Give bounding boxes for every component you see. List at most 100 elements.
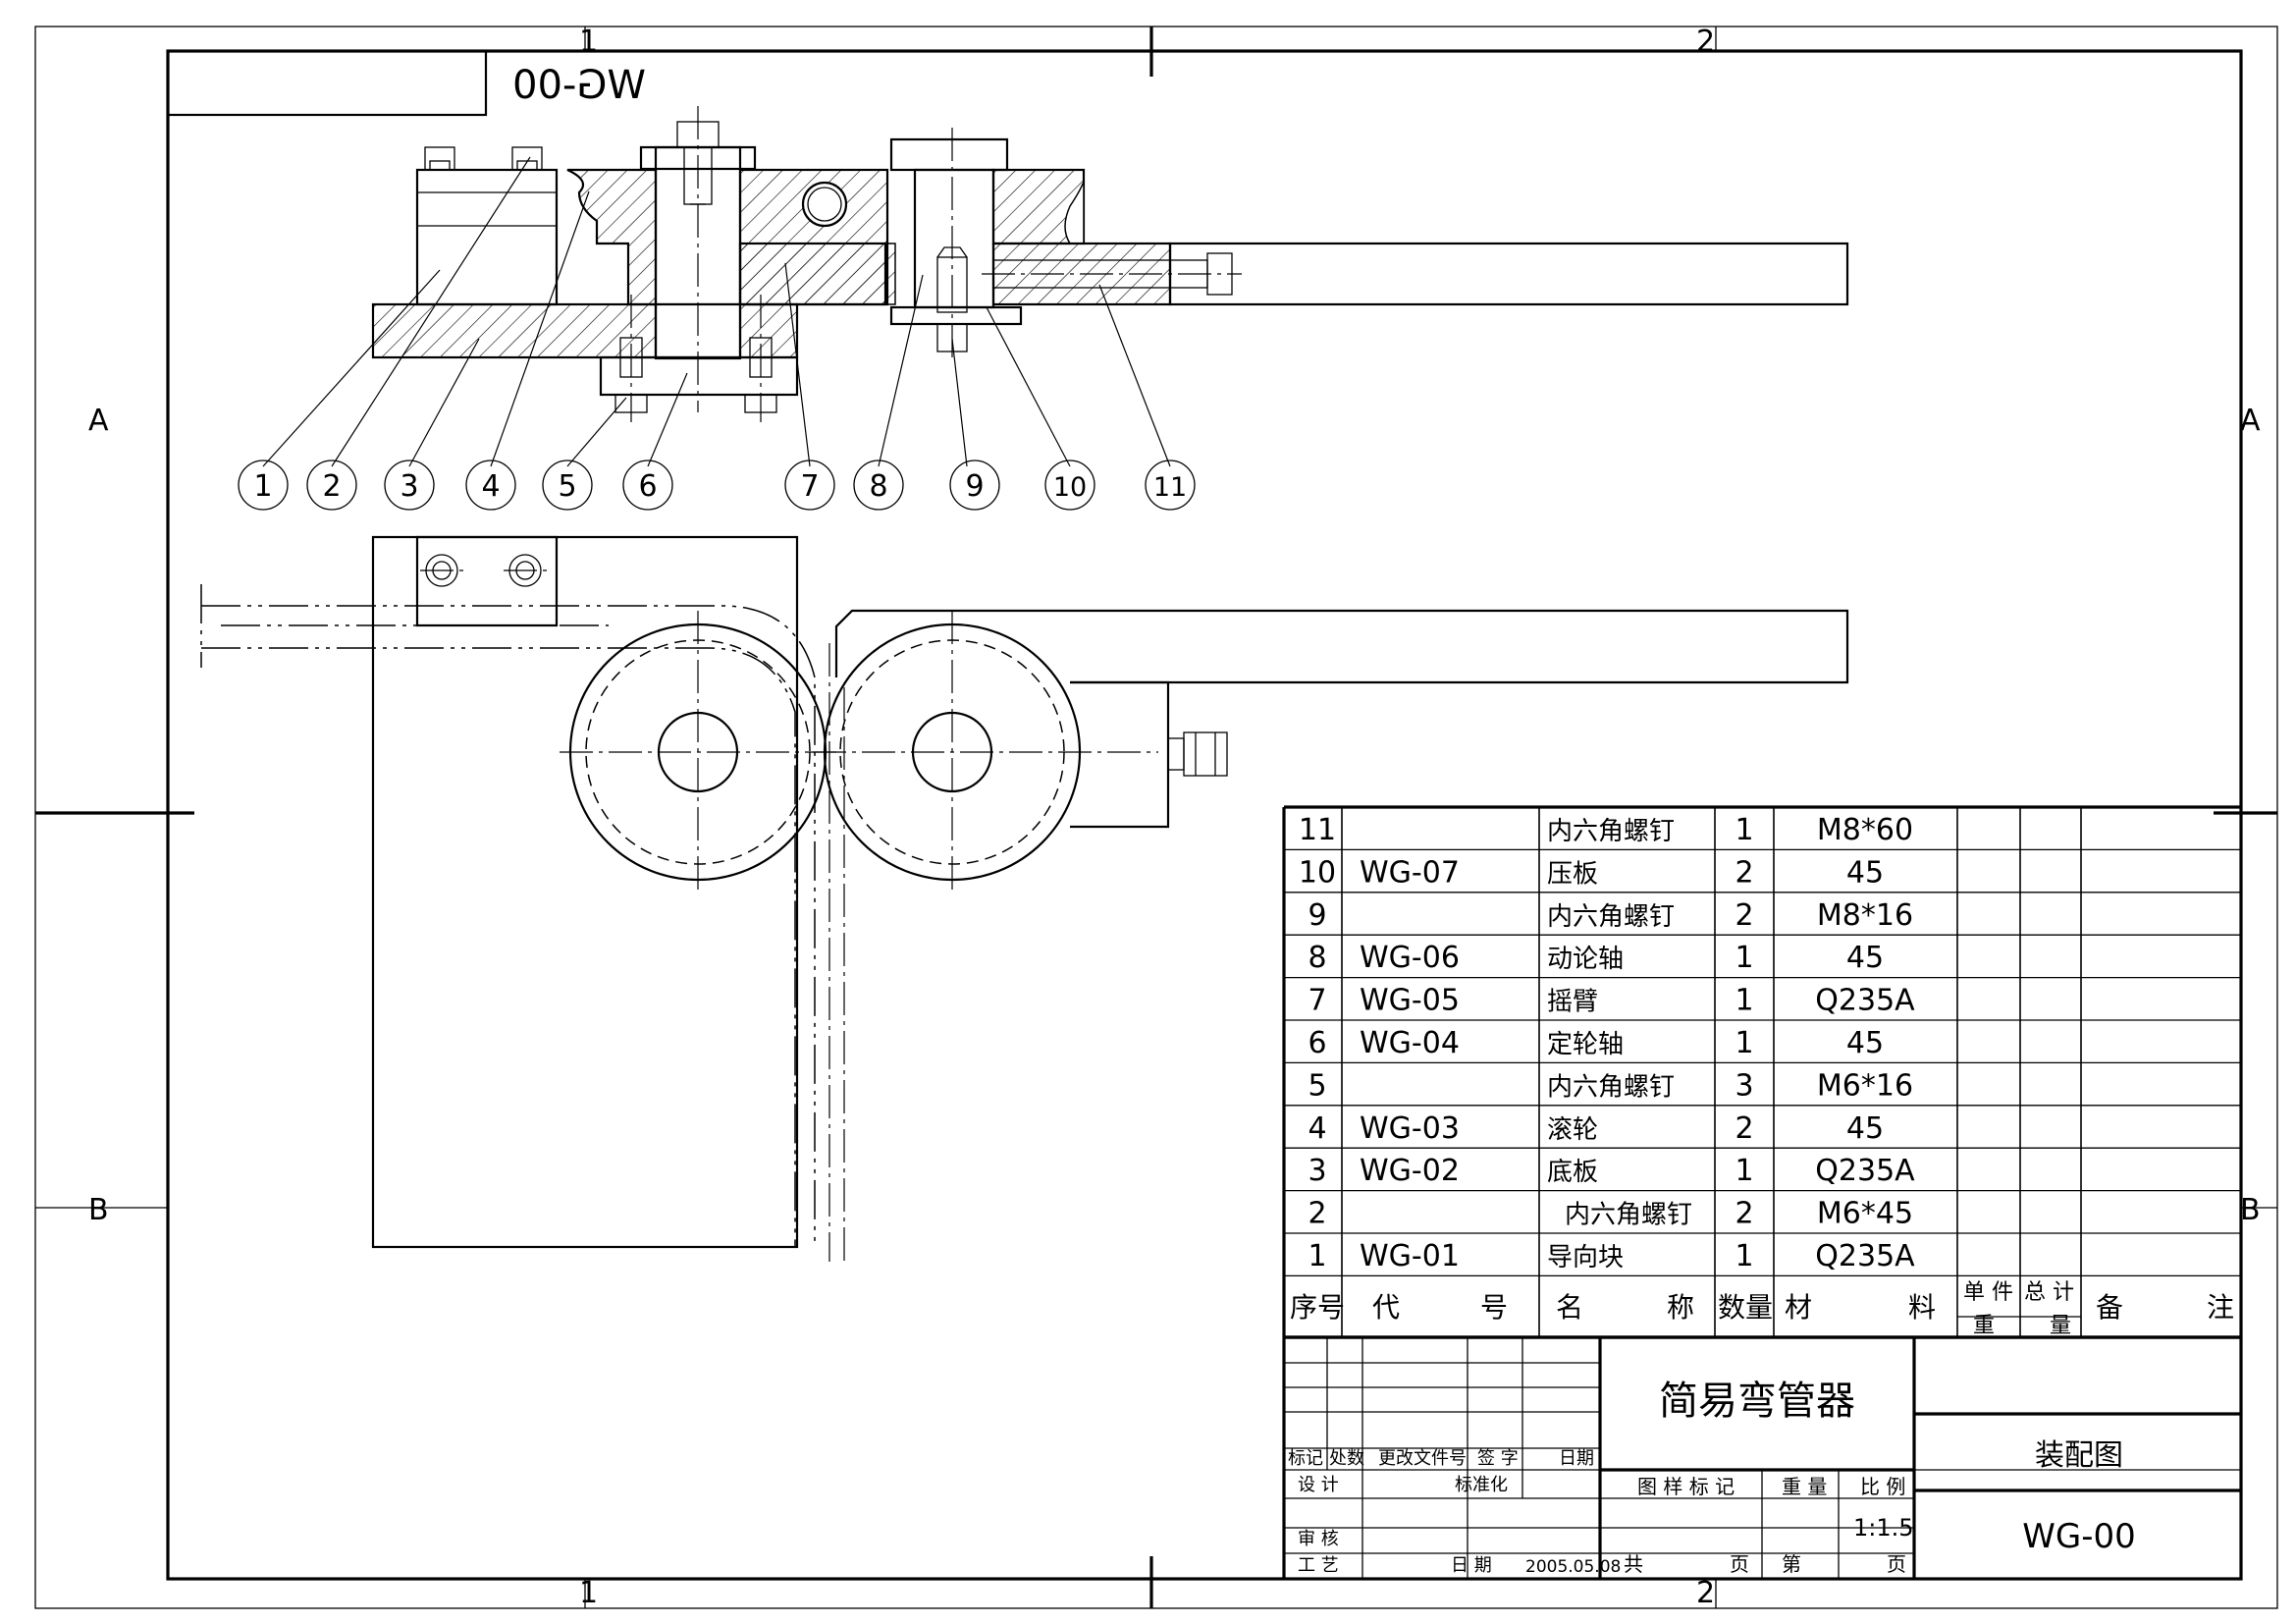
sheet-frame — [34, 26, 2278, 1609]
label-page-a: 页 — [1730, 1552, 1749, 1576]
bom-cell-qty: 2 — [1735, 898, 1753, 933]
left-roller-section — [566, 168, 658, 306]
handle-arm-section — [1168, 242, 1849, 306]
base-plate-plan — [371, 535, 799, 1249]
bom-cell-material: 45 — [1846, 941, 1884, 975]
bom-cell-no: 11 — [1299, 813, 1336, 847]
svg-text:9: 9 — [965, 469, 984, 504]
bom-cell-code: WG-02 — [1360, 1154, 1460, 1188]
bom-cell-material: 45 — [1846, 855, 1884, 890]
label-sheet: 第 — [1782, 1552, 1801, 1576]
svg-text:8: 8 — [869, 469, 887, 504]
balloon-2: 2 — [306, 460, 357, 511]
moving-shaft — [913, 168, 995, 309]
bom-cell-name: 压板 — [1547, 859, 1598, 889]
bom-cell-name: 摇臂 — [1547, 988, 1598, 1017]
bom-cell-name: 动论轴 — [1547, 945, 1624, 974]
svg-text:3: 3 — [400, 469, 418, 504]
label-count: 处数 — [1329, 1448, 1364, 1469]
label-review: 审 核 — [1298, 1529, 1339, 1549]
svg-text:6: 6 — [638, 469, 657, 504]
bom-cell-qty: 1 — [1735, 941, 1753, 975]
zone-left-b: B — [88, 1193, 109, 1227]
zone-bottom-1: 1 — [579, 1576, 598, 1610]
bom-header-unit-a: 单 件 — [1963, 1280, 2013, 1305]
zone-right-a: A — [2240, 404, 2261, 438]
bom-cell-no: 5 — [1308, 1068, 1326, 1103]
bom-cell-name: 底板 — [1547, 1158, 1598, 1187]
bom-header-no: 序号 — [1290, 1291, 1345, 1324]
svg-text:5: 5 — [558, 469, 576, 504]
zone-top-2: 2 — [1696, 25, 1715, 59]
bom-header-total-a: 总 计 — [2024, 1280, 2074, 1305]
balloon-3: 3 — [384, 460, 435, 511]
bom-cell-no: 2 — [1308, 1197, 1326, 1231]
guide-block-plan — [415, 535, 559, 627]
bom-cell-name: 内六角螺钉 — [1547, 902, 1675, 932]
bom-cell-qty: 2 — [1735, 855, 1753, 890]
bom-header: 序号 代 号 名 称 数量 材 料 单 件 重 总 计 量 备 注 — [1290, 1280, 2234, 1338]
bom-cell-material: M6*16 — [1817, 1068, 1913, 1103]
label-signature: 签 字 — [1477, 1448, 1519, 1469]
balloon-4: 4 — [465, 460, 516, 511]
bom-cell-no: 8 — [1308, 941, 1326, 975]
bom-cell-code: WG-05 — [1360, 984, 1460, 1018]
bom-header-name-b: 称 — [1667, 1291, 1694, 1324]
bom-header-unit-b: 重 — [1973, 1314, 1995, 1338]
label-standard: 标准化 — [1455, 1475, 1508, 1495]
label-change-doc: 更改文件号 — [1378, 1448, 1467, 1469]
label-weight: 重 量 — [1782, 1475, 1827, 1498]
balloon-group: 1 2 3 4 5 6 7 8 9 10 11 — [238, 156, 1196, 511]
balloon-10: 10 — [1044, 460, 1095, 511]
zone-labels: 1 2 1 2 A B A B — [88, 25, 2261, 1610]
bom-cell-no: 4 — [1308, 1111, 1326, 1146]
bom-cell-material: M6*45 — [1817, 1197, 1913, 1231]
bom-cell-no: 3 — [1308, 1154, 1326, 1188]
section-view: 1 2 3 4 5 6 7 8 9 10 11 — [238, 106, 1849, 511]
bom-cell-qty: 1 — [1735, 984, 1753, 1018]
bom-cell-no: 10 — [1299, 855, 1336, 890]
svg-text:10: 10 — [1053, 472, 1087, 503]
svg-text:2: 2 — [322, 469, 341, 504]
bom-cell-name: 内六角螺钉 — [1547, 1072, 1675, 1102]
guide-block — [415, 168, 559, 306]
bom-cell-qty: 1 — [1735, 1154, 1753, 1188]
label-design: 设 计 — [1298, 1475, 1339, 1495]
balloon-11: 11 — [1145, 460, 1196, 511]
mirrored-code-box: WG-00 — [166, 49, 646, 117]
bom-cell-qty: 1 — [1735, 1026, 1753, 1060]
bom-cell-code: WG-04 — [1360, 1026, 1460, 1060]
bom-cell-no: 6 — [1308, 1026, 1326, 1060]
bom-cell-name: 内六角螺钉 — [1547, 817, 1675, 846]
label-page-b: 页 — [1887, 1552, 1906, 1576]
bom-cell-name: 滚轮 — [1547, 1115, 1598, 1145]
bom-header-code-b: 号 — [1480, 1291, 1508, 1324]
bom-header-qty: 数量 — [1718, 1291, 1773, 1324]
svg-text:1: 1 — [253, 469, 272, 504]
balloon-1: 1 — [238, 460, 289, 511]
svg-text:11: 11 — [1153, 472, 1187, 503]
right-roller-plan — [813, 611, 1158, 893]
bom-cell-material: Q235A — [1815, 984, 1915, 1018]
bom-cell-no: 1 — [1308, 1239, 1326, 1273]
zone-left-a: A — [88, 404, 109, 438]
label-stage-mark: 图 样 标 记 — [1637, 1475, 1735, 1498]
bom-cell-qty: 1 — [1735, 813, 1753, 847]
bom-cell-name: 导向块 — [1547, 1243, 1624, 1272]
bom-cell-name: 内六角螺钉 — [1565, 1201, 1692, 1230]
bom-cell-material: Q235A — [1815, 1239, 1915, 1273]
bom-header-code-a: 代 — [1372, 1291, 1400, 1324]
svg-text:7: 7 — [800, 469, 819, 504]
bom-cell-code: WG-01 — [1360, 1239, 1460, 1273]
balloon-9: 9 — [949, 460, 1000, 511]
svg-text:4: 4 — [481, 469, 500, 504]
label-date2: 日 期 — [1451, 1555, 1492, 1576]
bom-cell-qty: 1 — [1735, 1239, 1753, 1273]
bom-header-material-a: 材 — [1785, 1291, 1812, 1324]
bom-header-name-a: 名 — [1556, 1291, 1583, 1324]
bom-header-remarks-a: 备 — [2096, 1291, 2123, 1324]
balloon-8: 8 — [853, 460, 904, 511]
bom-cell-code: WG-07 — [1360, 855, 1460, 890]
handle-arm-plan — [834, 609, 1849, 684]
bom-header-material-b: 料 — [1908, 1291, 1936, 1324]
